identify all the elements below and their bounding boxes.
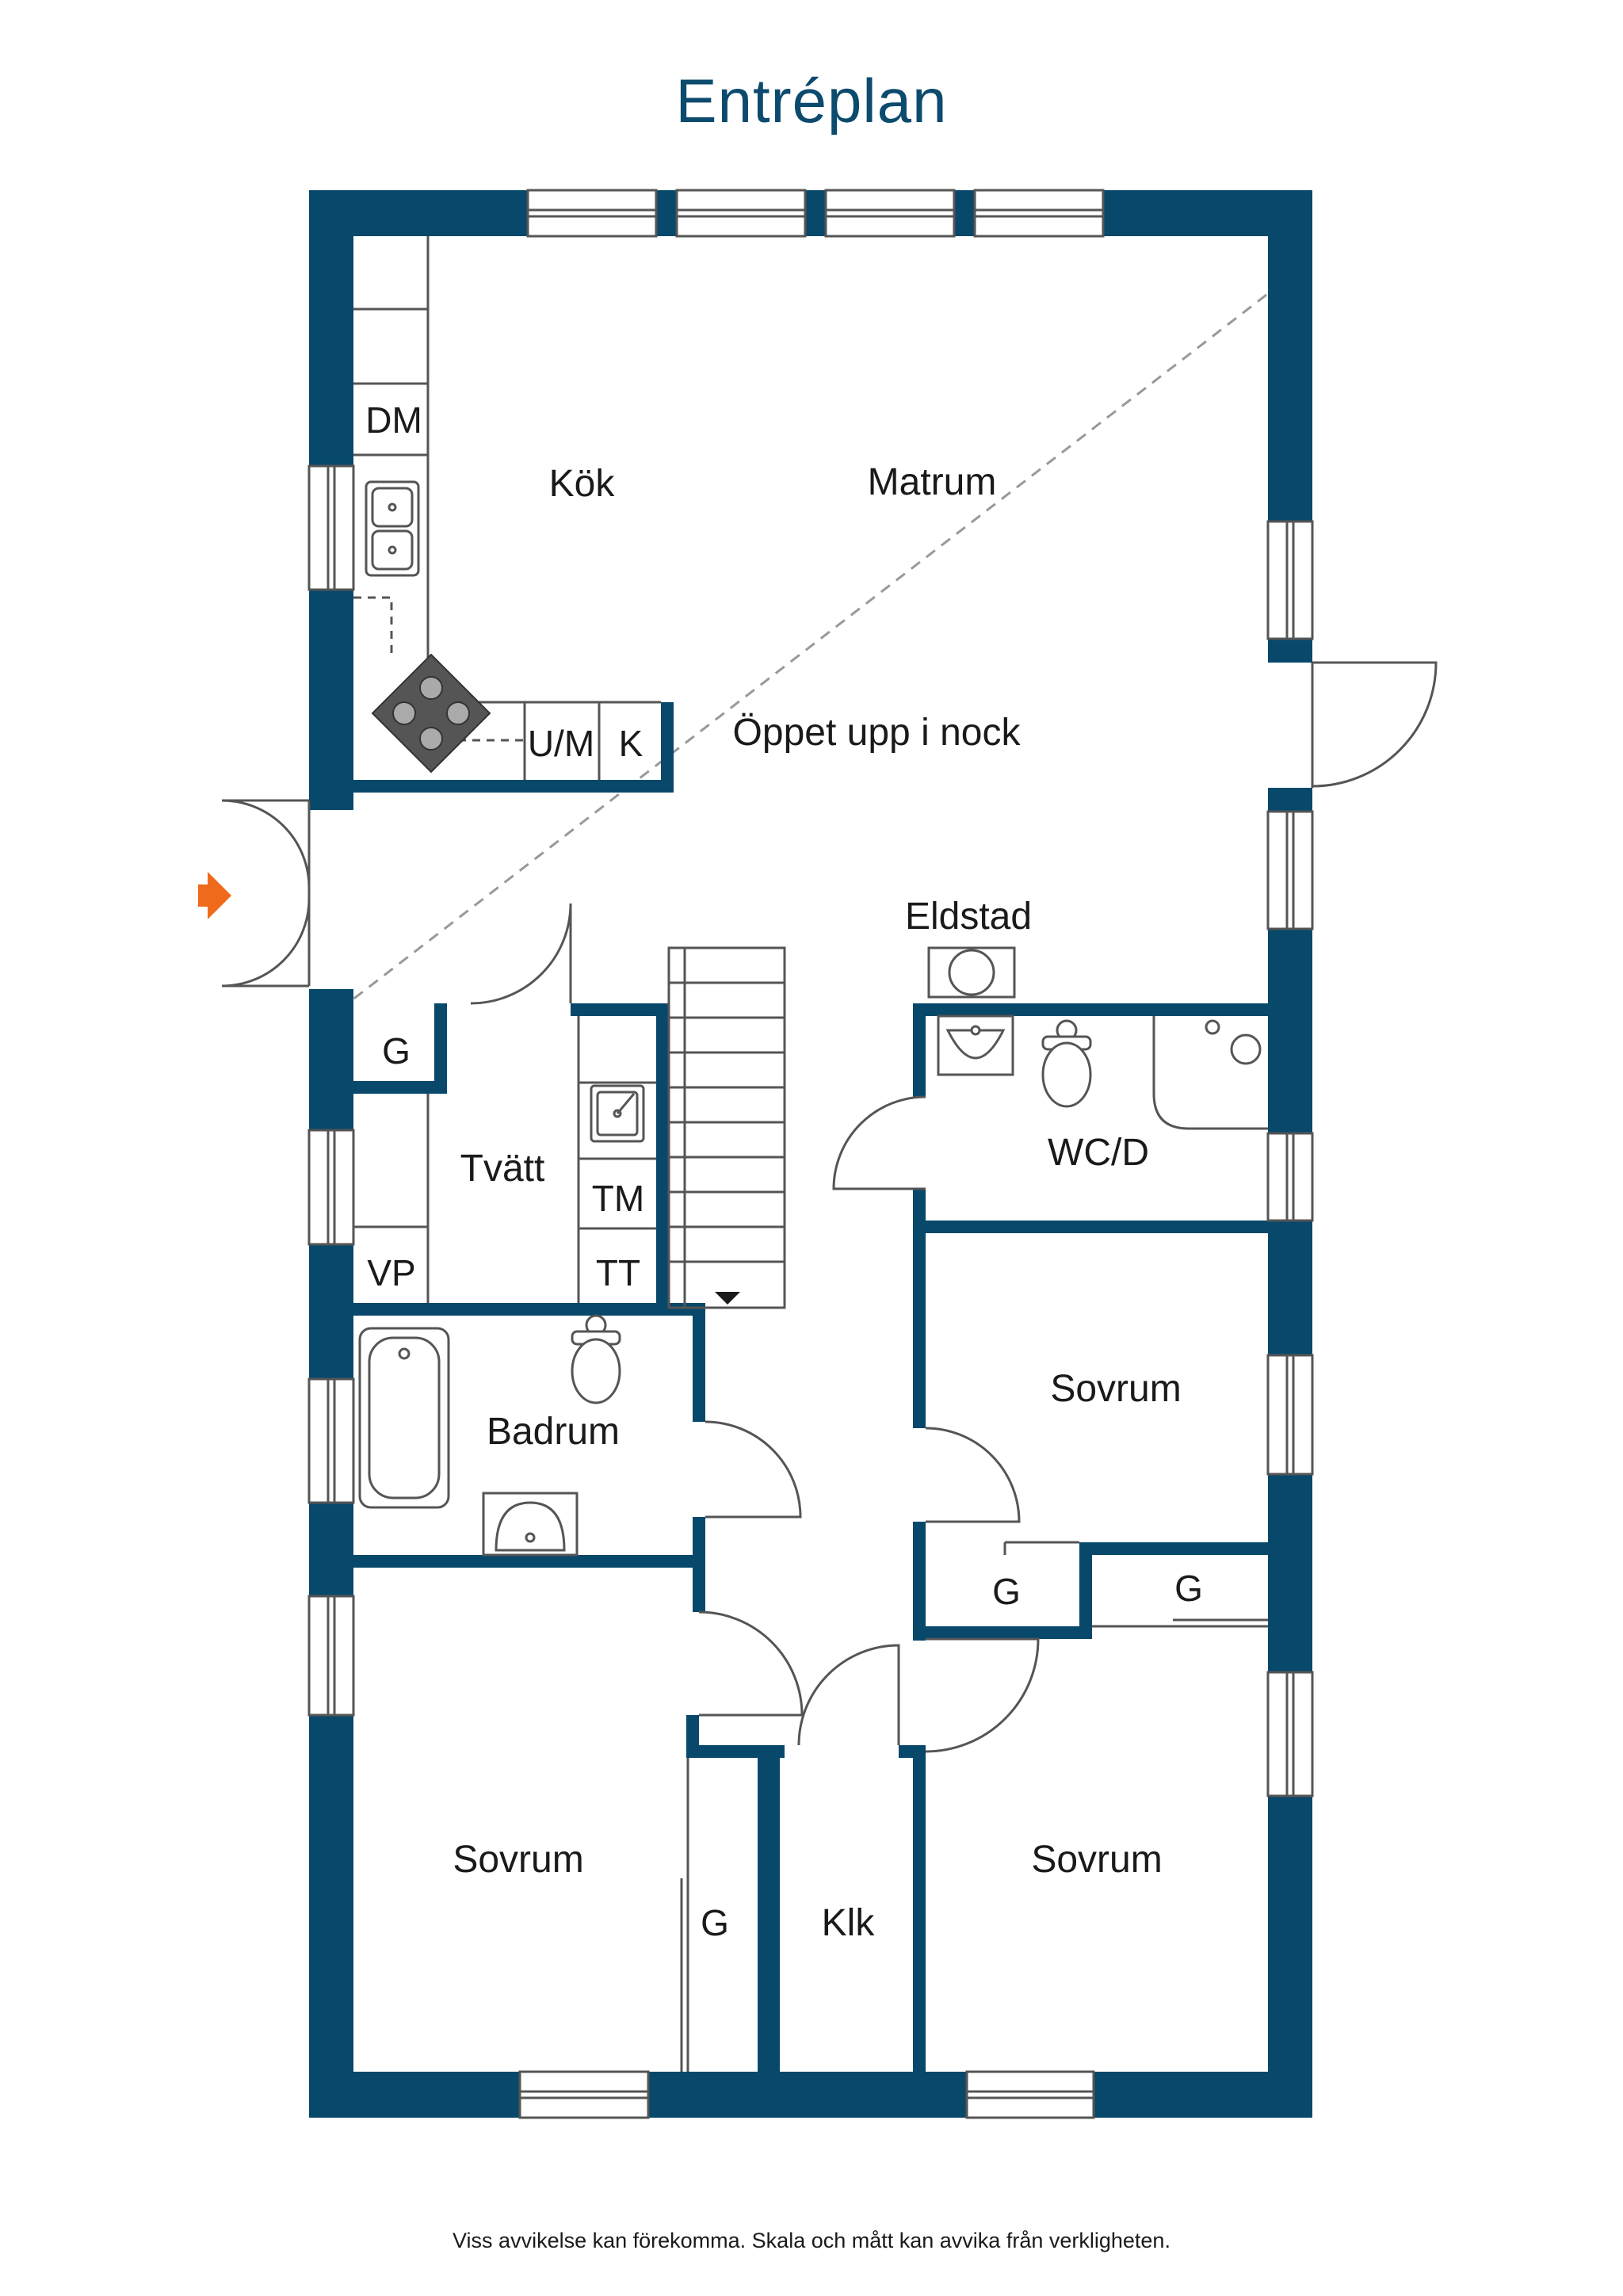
room-oppet-label: Öppet upp i nock [733, 712, 1022, 754]
room-matrum-label: Matrum [868, 461, 997, 503]
room-eldstad-label: Eldstad [905, 896, 1032, 938]
fixture-g-entry-label: G [382, 1030, 411, 1072]
stove-icon [371, 653, 491, 774]
sink-icon [365, 480, 420, 577]
room-labels: Kök Matrum Öppet upp i nock Eldstad Tvät… [453, 461, 1181, 1944]
fixture-k-label: K [619, 723, 643, 764]
ridge-line [351, 293, 1267, 1002]
room-sovrum-right-upper-label: Sovrum [1050, 1368, 1181, 1410]
walls [309, 190, 1312, 2118]
plan-title: Entréplan [675, 66, 948, 136]
washbasin-icon [482, 1492, 579, 1557]
fixture-vp-label: VP [367, 1252, 415, 1293]
toilet-icon [571, 1314, 621, 1404]
toilet-icon [1041, 1019, 1092, 1108]
washbasin-icon [590, 1084, 645, 1143]
room-tvatt-label: Tvätt [460, 1148, 545, 1190]
washbasin-icon [937, 1014, 1014, 1076]
fixture-labels: DM U/M K G TM TT VP G G G [365, 399, 1203, 1943]
disclaimer-footer: Viss avvikelse kan förekomma. Skala och … [453, 2229, 1170, 2252]
room-wcd-label: WC/D [1048, 1132, 1149, 1174]
room-badrum-label: Badrum [487, 1411, 620, 1453]
shower-icon [1205, 1019, 1262, 1065]
room-kok-label: Kök [549, 463, 616, 505]
fireplace-icon [927, 946, 1016, 999]
fixture-g-lower-label: G [701, 1902, 729, 1943]
entrance-arrow-icon [198, 872, 231, 919]
fixture-g-mid-right-label: G [1174, 1568, 1203, 1609]
room-sovrum-right-lower-label: Sovrum [1031, 1839, 1162, 1881]
stairs-icon [667, 946, 786, 1309]
doors [221, 661, 1438, 1753]
fixture-tt-label: TT [596, 1252, 640, 1293]
windows [307, 189, 1314, 2119]
fixture-um-label: U/M [528, 723, 594, 764]
room-sovrum-left-lower-label: Sovrum [453, 1839, 583, 1881]
fixture-g-mid-left-label: G [992, 1571, 1021, 1612]
room-klk-label: Klk [822, 1902, 876, 1944]
fixture-tm-label: TM [592, 1178, 644, 1219]
bathtub-icon [358, 1327, 450, 1509]
fixture-dm-label: DM [365, 399, 422, 441]
